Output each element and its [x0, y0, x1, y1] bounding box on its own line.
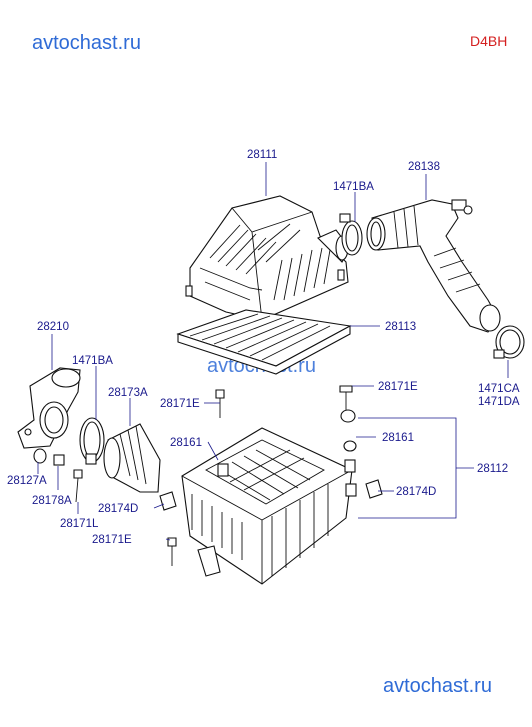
label-28171e-mid: 28171E — [160, 398, 200, 410]
label-28173a: 28173A — [108, 387, 148, 399]
label-28171e-bottom: 28171E — [92, 534, 132, 546]
label-28111: 28111 — [247, 149, 277, 161]
label-1471ba-top: 1471BA — [333, 181, 374, 193]
small-parts-left — [33, 448, 83, 503]
label-28174d-right: 28174D — [396, 486, 436, 498]
label-28112: 28112 — [477, 463, 508, 475]
label-28178a: 28178A — [32, 495, 72, 507]
label-28127a: 28127A — [7, 475, 47, 487]
label-28174d-left: 28174D — [98, 503, 138, 515]
air-intake-hose — [366, 199, 501, 333]
air-cleaner-cover — [185, 195, 351, 327]
label-28161-left: 28161 — [170, 437, 202, 449]
label-28161-right: 28161 — [382, 432, 414, 444]
hose-clamp-top — [339, 213, 363, 256]
air-filter-element — [176, 309, 352, 375]
watermark-bottom: avtochast.ru — [383, 675, 492, 697]
hose-clamp-right — [493, 325, 525, 359]
label-28171l: 28171L — [60, 518, 99, 530]
label-28113: 28113 — [385, 321, 416, 333]
engine-code: D4BH — [470, 33, 508, 49]
watermark-top: avtochast.ru — [32, 32, 141, 54]
label-28171e-right: 28171E — [378, 381, 418, 393]
air-cleaner-body — [181, 427, 357, 585]
leader-lines — [37, 162, 509, 541]
label-1471ca: 1471CA — [478, 383, 520, 395]
hose-clamp-left — [79, 417, 105, 465]
label-1471ba-left: 1471BA — [72, 355, 113, 367]
label-1471da: 1471DA — [478, 396, 520, 408]
label-28138: 28138 — [408, 161, 440, 173]
intake-boot — [103, 423, 161, 493]
label-28210: 28210 — [37, 321, 69, 333]
resonator-duct — [17, 367, 81, 449]
